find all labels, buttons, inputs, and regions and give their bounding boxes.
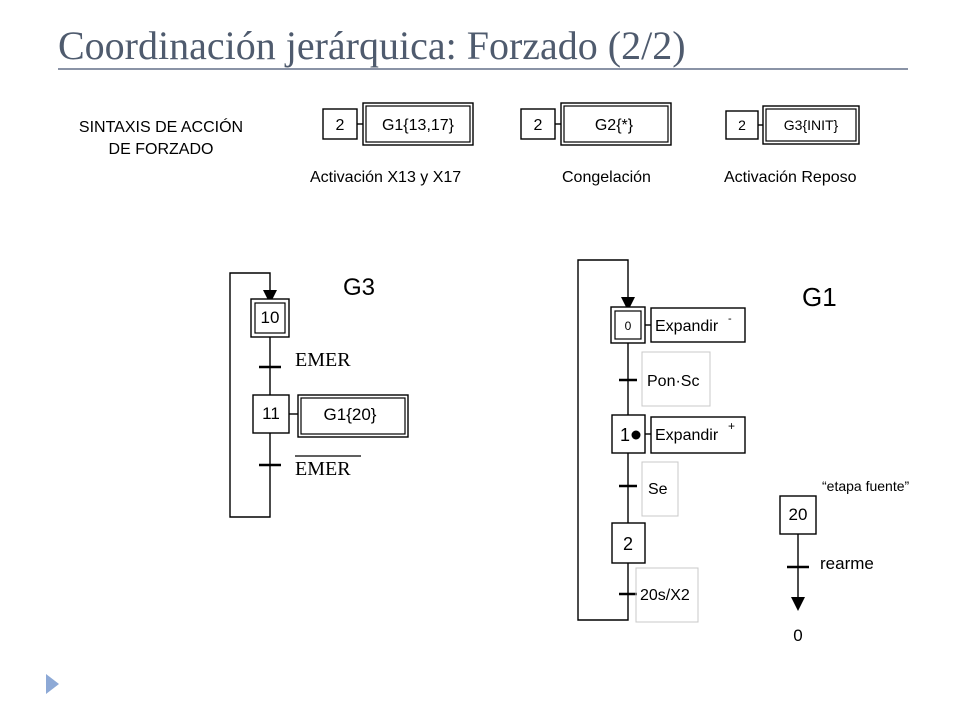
source-step-example: “etapa fuente” 20 rearme 0 [779,478,910,645]
example-1-action-text: G1{13,17} [382,117,455,134]
source-step-number: 20 [789,505,808,524]
g1-loop-line [577,259,635,621]
grafcet-g1: G1 0 Expandir - Pon·Sc 1 Expandir + Se 2… [577,259,837,623]
source-transition-label: rearme [820,554,874,573]
g1-step-1-number: 1 [620,425,630,445]
source-target-step: 0 [793,626,802,645]
example-forcing-2: 2 G2{*} [520,102,672,146]
source-step-note: “etapa fuente” [822,478,910,494]
slide-bullet-arrow-icon [46,674,59,694]
syntax-line-1: SINTAXIS DE ACCIÓN [78,119,244,136]
g1-step-0-number: 0 [625,319,632,333]
g3-action-outer [297,394,409,438]
grafcet-g3: G3 10 EMER 11 G1{20} EMER [229,272,409,518]
g1-action-1-sup: + [728,419,735,433]
example-3-caption: Activación Reposo [724,169,857,186]
g1-transition-2-label: 20s/X2 [640,587,690,604]
g3-step-10-number: 10 [261,308,280,327]
g1-transition-0-frame [641,351,711,407]
slide-title: Coordinación jerárquica: Forzado (2/2) [58,23,686,68]
example-2-step-box [520,108,556,140]
example-1-action-inner [365,105,471,143]
example-3-step-number: 2 [738,117,746,133]
syntax-line-2: DE FORZADO [108,141,214,158]
g3-transition-2-label: EMER [295,458,351,480]
example-2-step-number: 2 [534,117,543,134]
g1-transition-1-frame [641,461,679,517]
example-2-action-outer [560,102,672,146]
g1-step-0-outer [610,306,646,344]
g3-step-10-inner [254,302,286,334]
example-3-step-box [725,110,759,140]
example-3-action-outer [762,105,860,145]
g1-action-1 [650,416,746,454]
example-1-action-outer [362,102,474,146]
example-forcing-1: 2 G1{13,17} [322,102,474,146]
g1-transition-2-frame [635,567,699,623]
example-2-action-text: G2{*} [595,117,634,134]
g3-label: G3 [343,274,375,301]
title-divider [58,68,908,70]
syntax-heading: SINTAXIS DE ACCIÓN DE FORZADO [56,117,266,161]
example-2-action-inner [563,105,669,143]
g3-action-text: G1{20} [324,405,377,424]
g3-step-11 [252,394,290,434]
g1-transition-1-label: Se [648,481,668,498]
g1-action-0-sup: - [728,313,732,325]
g3-step-11-number: 11 [262,404,280,423]
example-2-caption: Congelación [562,169,651,186]
g3-transition-1-label: EMER [295,349,351,371]
example-1-step-number: 2 [336,117,345,134]
g1-step-2 [611,522,646,564]
example-3-action-inner [765,108,857,142]
g1-action-1-text: Expandir [655,427,719,444]
g1-step-2-number: 2 [623,534,633,554]
example-3-action-text: G3{INIT} [784,117,839,133]
g1-label: G1 [802,282,837,312]
g1-step-1-active-token [631,430,641,440]
g1-action-0 [650,307,746,343]
g3-loop-line [229,272,277,518]
example-forcing-3: 2 G3{INIT} [725,105,860,145]
g1-action-0-text: Expandir [655,318,719,335]
example-1-caption: Activación X13 y X17 [310,169,461,186]
g1-transition-0-label: Pon·Sc [647,373,699,390]
g1-step-0-inner [614,310,642,340]
g3-action-inner [300,397,406,435]
